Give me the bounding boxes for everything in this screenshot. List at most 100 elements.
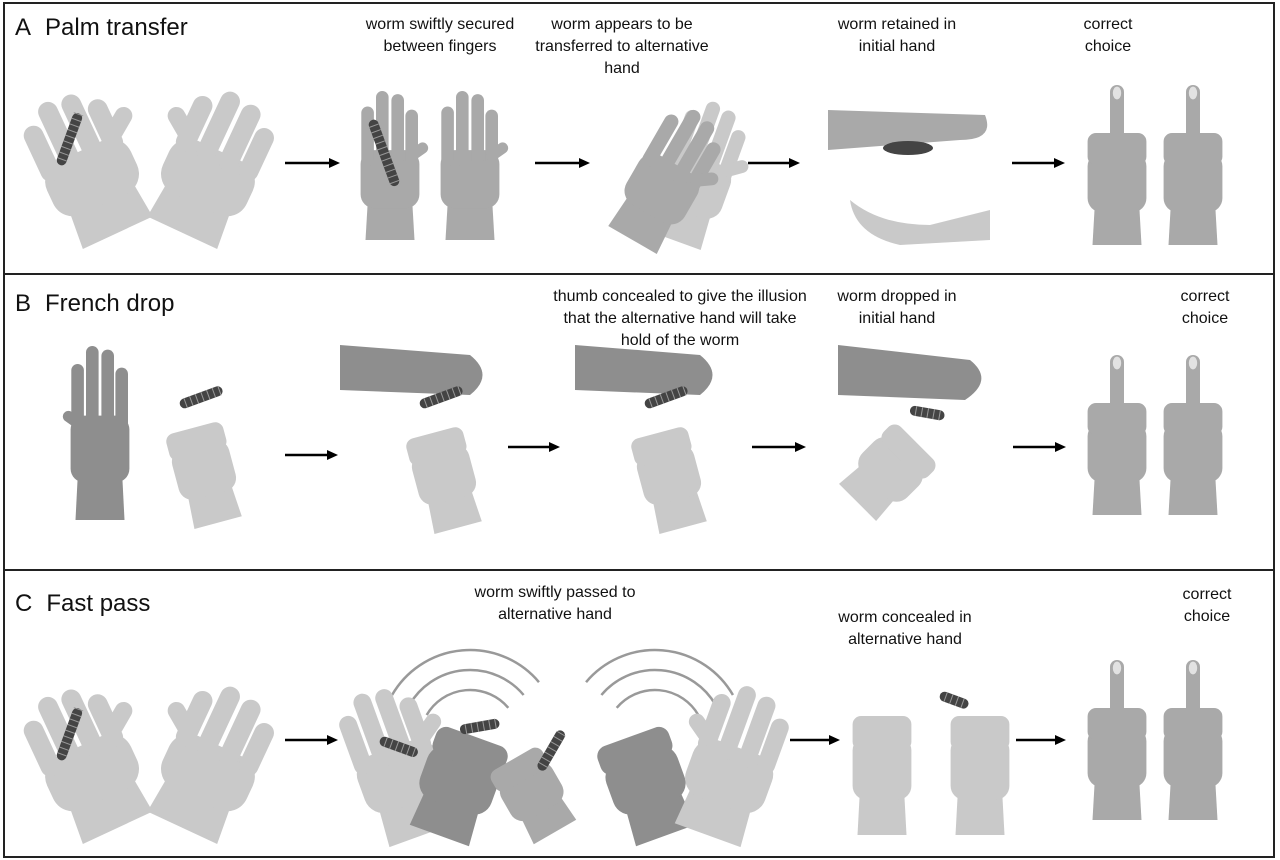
step-label: worm swiftly passed to alternative hand [474, 584, 636, 623]
panel-fast-pass [3, 569, 1275, 858]
worm-segment [61, 740, 72, 746]
worm-segment [217, 385, 222, 396]
worm-segment [183, 398, 188, 408]
finger [456, 91, 469, 167]
wrist [70, 185, 153, 250]
motion-arc [408, 668, 525, 706]
thumbnail [1188, 86, 1198, 100]
step-label: correct choice [1180, 288, 1230, 327]
hand-icon [839, 424, 936, 521]
worm-segment [394, 741, 400, 752]
worm-segment [369, 123, 379, 128]
worm-body [379, 736, 418, 757]
hand-icon [406, 427, 482, 534]
finger [471, 94, 484, 167]
hand-icon [147, 686, 274, 845]
finger [353, 693, 392, 768]
thumbnail [1188, 661, 1198, 675]
arrow-head [549, 442, 560, 452]
worm-segment [659, 393, 665, 404]
knuckles [852, 716, 912, 750]
finger [757, 718, 789, 775]
finger [339, 715, 372, 775]
wrist [1168, 783, 1218, 820]
arrow-icon [285, 450, 338, 460]
worm-segment [434, 393, 440, 404]
hand-icon [575, 345, 713, 395]
knuckles [490, 747, 548, 792]
finger [642, 114, 679, 167]
hand-icon [828, 110, 988, 150]
wrist [147, 185, 230, 250]
hand-icon [674, 686, 789, 848]
worm-icon [459, 718, 500, 735]
worm-segment [71, 117, 82, 123]
worm-body [644, 386, 688, 409]
worm-segment [547, 746, 557, 753]
finger [115, 367, 128, 432]
panel-palm-transfer [3, 2, 1275, 275]
hand-icon [147, 91, 274, 250]
knuckles [950, 716, 1010, 750]
step-label: worm concealed in alternative hand [838, 609, 972, 648]
worm-icon [379, 736, 418, 758]
hand-icon [1163, 85, 1223, 245]
knuckles [406, 427, 467, 466]
knuckles [597, 726, 673, 775]
thumb [1110, 355, 1124, 435]
motion-arc [390, 648, 540, 696]
hand-icon [1163, 660, 1223, 820]
arrow-icon [752, 442, 806, 452]
panel-title-text: French drop [45, 290, 175, 317]
worm-segment [457, 385, 462, 396]
hand-icon [62, 346, 130, 520]
finger [717, 686, 756, 760]
worm-icon [56, 707, 84, 761]
panel-letter: B [15, 290, 32, 317]
thumb [486, 142, 509, 162]
worm-segment [550, 741, 560, 747]
worm-segment [926, 408, 930, 419]
worm-segment [387, 174, 398, 179]
worm-segment [389, 179, 400, 185]
worm-segment [389, 739, 394, 749]
thumbnail [1112, 86, 1122, 100]
worm-segment [189, 396, 194, 406]
worm-icon [909, 405, 945, 421]
worm-segment [440, 391, 445, 402]
thumb [1186, 660, 1200, 740]
hand-icon [440, 91, 509, 240]
wrist [1092, 783, 1142, 820]
step-label: correct choice [1182, 586, 1232, 625]
worm-segment [67, 723, 78, 729]
finger [656, 109, 701, 176]
thumb [720, 160, 749, 177]
arrow-head [795, 442, 806, 452]
knuckles [166, 422, 227, 461]
finger [38, 101, 82, 172]
worm-segment [383, 737, 388, 747]
finger [391, 94, 404, 167]
worm-icon [368, 119, 400, 187]
finger [23, 125, 61, 182]
worm-segment [556, 730, 566, 737]
worm-segment [379, 151, 390, 157]
arrow-head [579, 158, 590, 168]
wrist [608, 197, 672, 254]
arrow-icon [790, 735, 840, 745]
worm-icon [644, 385, 688, 409]
hand-icon [23, 689, 153, 845]
worm-body [368, 119, 400, 187]
worm-segment [65, 134, 76, 139]
step-label: thumb concealed to give the illusion tha… [553, 288, 807, 349]
worm-segment [69, 123, 80, 128]
worm-segment [488, 719, 491, 730]
worm-segment [932, 409, 935, 420]
hand-icon [1087, 85, 1147, 245]
step-label: worm swiftly secured between fingers [365, 16, 515, 55]
worm-icon [56, 112, 84, 166]
wrist [839, 465, 895, 521]
palm [1087, 152, 1147, 213]
arrow-head [1055, 442, 1066, 452]
worm-segment [429, 396, 434, 406]
